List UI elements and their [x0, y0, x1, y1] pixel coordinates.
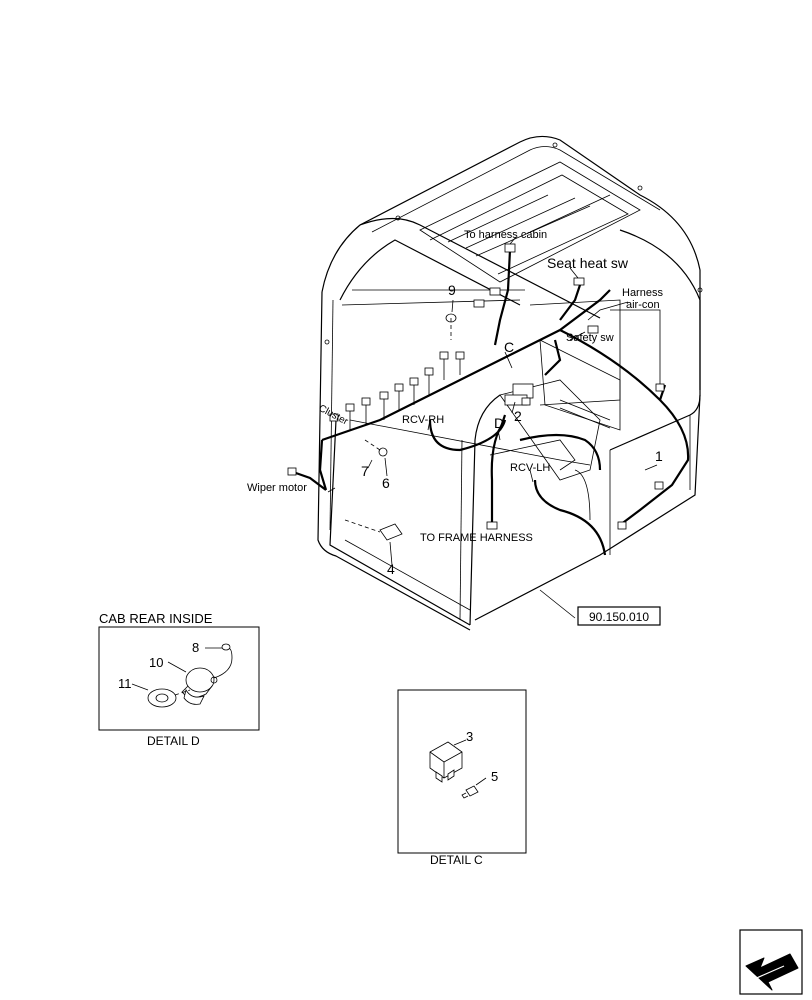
callout-rcv-rh: RCV-RH — [402, 414, 444, 426]
detail-d-part-number-11: 11 — [118, 676, 132, 691]
part-number-2: 2 — [514, 408, 522, 424]
leader-lines — [327, 236, 658, 619]
callout-to-frame-harness: TO FRAME HARNESS — [420, 532, 533, 544]
detail-c-caption: DETAIL C — [430, 853, 483, 867]
callout-to-harness-cabin: To harness cabin — [464, 229, 547, 241]
arrow-back-icon[interactable] — [739, 929, 803, 995]
connectors — [287, 243, 665, 530]
callout-aircon: air-con — [626, 299, 660, 311]
detail-d-header: CAB REAR INSIDE — [99, 611, 213, 626]
part-number-1: 1 — [655, 448, 663, 464]
reference-box-label: 90.150.010 — [589, 610, 649, 624]
callout-letter-c: C — [504, 339, 514, 355]
grommet-part-9 — [445, 313, 457, 340]
wire-harness — [292, 249, 690, 556]
reference-box[interactable]: 90.150.010 — [577, 606, 661, 626]
detail-d-part-number-10: 10 — [149, 655, 163, 670]
detail-c-part-number-5: 5 — [491, 769, 498, 784]
part-number-4: 4 — [387, 561, 395, 577]
callout-harness: Harness — [622, 287, 663, 299]
cab-frame — [317, 135, 703, 631]
detail-d-caption: DETAIL D — [147, 734, 200, 748]
switch-part-4 — [344, 519, 403, 566]
callout-wiper-motor: Wiper motor — [247, 482, 307, 494]
callout-rcv-lh: RCV-LH — [510, 462, 550, 474]
detail-c-panel — [397, 689, 527, 854]
callout-letter-d: D — [494, 415, 504, 431]
detail-c-part-number-3: 3 — [466, 729, 473, 744]
callout-safety-sw: Safety sw — [566, 332, 614, 344]
detail-d-part-number-8: 8 — [192, 640, 199, 655]
bolt-parts-6-7 — [364, 439, 388, 477]
detail-d-panel — [98, 626, 260, 731]
part-number-7: 7 — [361, 463, 369, 479]
part-number-9: 9 — [448, 282, 456, 298]
callout-seat-heat-sw: Seat heat sw — [547, 255, 629, 271]
callout-cluster: Cluster — [317, 403, 351, 428]
part-number-6: 6 — [382, 475, 390, 491]
